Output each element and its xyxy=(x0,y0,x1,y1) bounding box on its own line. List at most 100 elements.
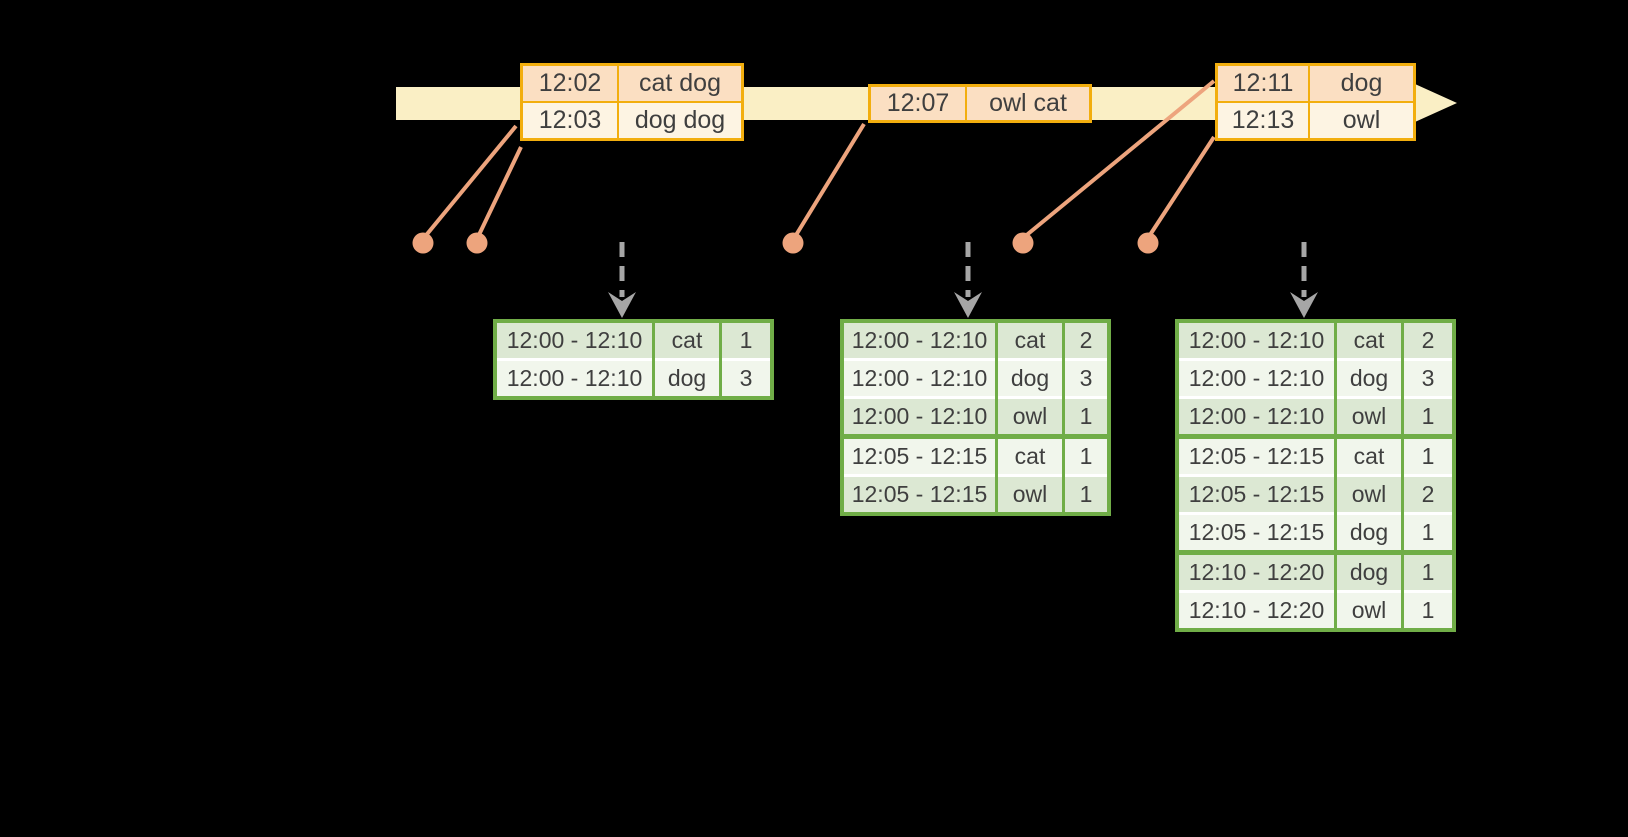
word-cell: dog xyxy=(652,358,721,398)
window-cell: 12:10 - 12:20 xyxy=(1177,590,1336,630)
event-words-cell: owl xyxy=(1308,101,1415,140)
count-cell: 2 xyxy=(1401,474,1454,514)
window-cell: 12:00 - 12:10 xyxy=(1177,321,1336,360)
count-cell: 1 xyxy=(1401,590,1454,630)
count-cell: 3 xyxy=(1062,358,1109,398)
trigger-arrow xyxy=(1290,242,1318,318)
window-cell: 12:10 - 12:20 xyxy=(1177,550,1336,592)
window-cell: 12:05 - 12:15 xyxy=(1177,434,1336,476)
record-dot xyxy=(782,232,804,254)
word-cell: owl xyxy=(1334,590,1403,630)
word-cell: owl xyxy=(995,396,1064,437)
window-cell: 12:05 - 12:15 xyxy=(842,474,997,514)
count-cell: 1 xyxy=(1062,474,1109,514)
word-cell: cat xyxy=(1334,321,1403,360)
word-cell: dog xyxy=(1334,550,1403,592)
window-cell: 12:00 - 12:10 xyxy=(842,358,997,398)
word-cell: cat xyxy=(1334,434,1403,476)
window-cell: 12:05 - 12:15 xyxy=(842,434,997,476)
word-cell: dog xyxy=(1334,512,1403,553)
count-cell: 1 xyxy=(1401,512,1454,553)
word-cell: cat xyxy=(652,321,721,360)
window-cell: 12:05 - 12:15 xyxy=(1177,474,1336,514)
connector-line xyxy=(1021,79,1216,240)
record-dot xyxy=(466,232,488,254)
window-cell: 12:00 - 12:10 xyxy=(842,396,997,437)
word-cell: owl xyxy=(1334,474,1403,514)
window-cell: 12:00 - 12:10 xyxy=(495,321,654,360)
record-dot xyxy=(412,232,434,254)
record-dot xyxy=(1012,232,1034,254)
connector-line xyxy=(1146,135,1216,240)
count-cell: 3 xyxy=(719,358,772,398)
event-time-cell: 12:07 xyxy=(869,85,966,122)
word-cell: owl xyxy=(995,474,1064,514)
event-words-cell: cat dog xyxy=(617,64,743,102)
event-time-cell: 12:03 xyxy=(521,101,618,140)
window-cell: 12:05 - 12:15 xyxy=(1177,512,1336,553)
count-cell: 3 xyxy=(1401,358,1454,398)
word-cell: cat xyxy=(995,321,1064,360)
word-cell: owl xyxy=(1334,396,1403,437)
trigger-arrow xyxy=(954,242,982,318)
connector-line xyxy=(791,122,866,242)
count-cell: 1 xyxy=(719,321,772,360)
word-cell: dog xyxy=(995,358,1064,398)
count-cell: 1 xyxy=(1401,434,1454,476)
event-words-cell: owl cat xyxy=(965,85,1091,122)
count-cell: 2 xyxy=(1401,321,1454,360)
count-cell: 1 xyxy=(1401,396,1454,437)
event-time-cell: 12:02 xyxy=(521,64,618,102)
count-cell: 1 xyxy=(1401,550,1454,592)
event-words-cell: dog dog xyxy=(617,101,743,140)
event-time-cell: 12:13 xyxy=(1216,101,1309,140)
trigger-arrow xyxy=(608,242,636,318)
record-dot xyxy=(1137,232,1159,254)
word-cell: dog xyxy=(1334,358,1403,398)
connector-line xyxy=(421,124,518,241)
connector-line xyxy=(475,146,523,240)
count-cell: 1 xyxy=(1062,434,1109,476)
event-time-cell: 12:11 xyxy=(1216,64,1309,102)
window-cell: 12:00 - 12:10 xyxy=(842,321,997,360)
window-cell: 12:00 - 12:10 xyxy=(1177,358,1336,398)
count-cell: 1 xyxy=(1062,396,1109,437)
window-cell: 12:00 - 12:10 xyxy=(1177,396,1336,437)
count-cell: 2 xyxy=(1062,321,1109,360)
word-cell: cat xyxy=(995,434,1064,476)
event-words-cell: dog xyxy=(1308,64,1415,102)
